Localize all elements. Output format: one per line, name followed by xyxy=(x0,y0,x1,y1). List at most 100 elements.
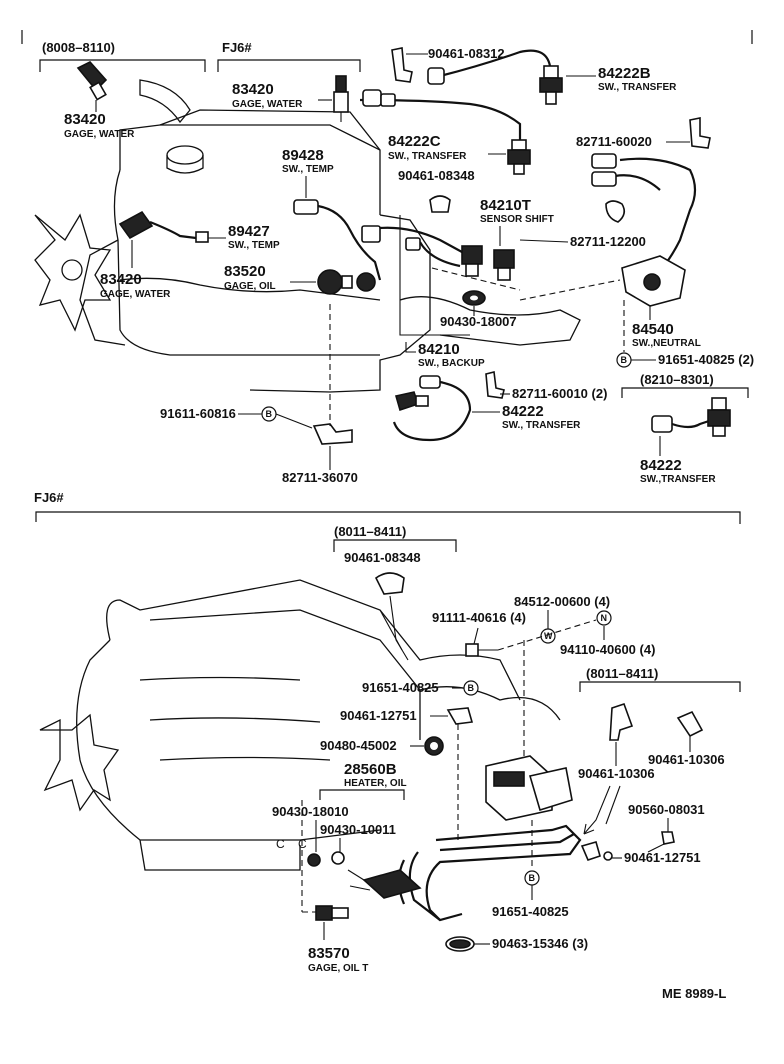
connector-icon xyxy=(419,375,441,389)
connector-icon xyxy=(651,415,673,433)
diagram-code: ME 8989-L xyxy=(662,986,726,1001)
oil-temp-gage-icon xyxy=(315,905,349,921)
bracket-8011-8411-b xyxy=(579,681,741,692)
clip-icon xyxy=(429,195,451,213)
header-fj6-top: FJ6# xyxy=(222,40,252,55)
clip-icon xyxy=(485,371,505,399)
part-91111-40616: 91111-40616 (4) xyxy=(432,610,526,625)
part-82711-12200: 82711-12200 xyxy=(570,234,646,249)
part-83420-a-desc: GAGE, WATER xyxy=(64,129,135,140)
clip-icon xyxy=(580,841,601,861)
part-84222B-desc: SW., TRANSFER xyxy=(598,82,677,93)
clip-icon xyxy=(374,572,405,595)
part-94110-40600: 94110-40600 (4) xyxy=(560,642,655,657)
part-91651-40825-c: 91651-40825 xyxy=(492,904,569,919)
part-84222C-desc: SW., TRANSFER xyxy=(388,151,467,162)
part-28560B-desc: HEATER, OIL xyxy=(344,778,407,789)
part-28560B: 28560B xyxy=(344,761,397,778)
neutral-switch-icon xyxy=(621,255,686,307)
connector-icon xyxy=(427,67,445,85)
clamp-icon xyxy=(605,200,626,223)
collar-icon xyxy=(661,831,675,845)
connector-icon xyxy=(591,171,617,187)
hose-sketch xyxy=(139,79,191,124)
part-90461-08348-a: 90461-08348 xyxy=(398,168,475,183)
part-91651-40825-a: 91651-40825 (2) xyxy=(658,352,754,367)
clip-icon xyxy=(446,707,474,725)
part-89428: 89428 xyxy=(282,147,324,164)
engine-block-bottom xyxy=(76,579,561,871)
transfer-switch-icon xyxy=(394,391,429,412)
clip-icon xyxy=(391,47,413,83)
part-84222-b: 84222 xyxy=(640,457,682,474)
connector-icon xyxy=(591,153,617,169)
header-8008-8110: (8008–8110) xyxy=(42,40,115,55)
part-83420-a: 83420 xyxy=(64,111,106,128)
sensor-shift-icon xyxy=(461,245,515,281)
gasket-icon xyxy=(307,853,321,867)
gage-water-icon xyxy=(333,75,349,122)
bracket-8011-8411-a xyxy=(333,539,457,552)
part-91651-40825-b: 91651-40825 xyxy=(362,680,439,695)
clamp-icon xyxy=(312,423,353,445)
part-90461-10306-a: 90461-10306 xyxy=(648,752,725,767)
part-84512-00600: 84512-00600 (4) xyxy=(514,594,610,609)
part-82711-60010: 82711-60010 (2) xyxy=(512,386,607,401)
part-83420-b-desc: GAGE, WATER xyxy=(232,99,303,110)
part-89427-desc: SW., TEMP xyxy=(228,240,280,251)
bracket-28560B xyxy=(319,789,405,800)
part-83420-c: 83420 xyxy=(100,271,142,288)
part-83520-desc: GAGE, OIL xyxy=(224,281,276,292)
oil-heater-icon xyxy=(397,755,582,922)
connector-icon xyxy=(362,89,382,107)
header-fj6-bottom: FJ6# xyxy=(34,490,64,505)
bracket-fj6-bottom xyxy=(35,511,741,524)
part-90560-08031: 90560-08031 xyxy=(628,802,705,817)
bolt-icon xyxy=(465,643,498,657)
marker-b: B xyxy=(266,409,273,419)
part-90430-10011: 90430-10011 xyxy=(320,822,396,837)
clip-icon xyxy=(676,710,704,738)
part-84210-desc: SW., BACKUP xyxy=(418,358,485,369)
connector-icon xyxy=(405,237,421,251)
bracket-8008-8110 xyxy=(39,59,206,72)
part-90430-18007: 90430-18007 xyxy=(440,314,517,329)
engine-block-top xyxy=(79,109,581,393)
heater-element-icon xyxy=(347,869,422,899)
oil-gage-icon xyxy=(317,269,376,295)
gasket-icon xyxy=(331,851,345,865)
marker-n-icon xyxy=(596,610,612,626)
header-8011-8411-b: (8011–8411) xyxy=(586,666,658,681)
part-90461-08312: 90461-08312 xyxy=(428,46,505,61)
transfer-switch-icon xyxy=(507,139,531,175)
transfer-switch-icon xyxy=(539,65,563,105)
marker-b: B xyxy=(468,683,475,693)
marker-b: B xyxy=(621,355,628,365)
header-8011-8411-a: (8011–8411) xyxy=(334,524,406,539)
part-82711-36070: 82711-36070 xyxy=(282,470,358,485)
part-84222-a: 84222 xyxy=(502,403,544,420)
clip-eye-icon xyxy=(603,851,613,861)
part-84540-desc: SW.,NEUTRAL xyxy=(632,338,701,349)
part-83420-b: 83420 xyxy=(232,81,274,98)
connector-icon xyxy=(361,225,381,243)
part-90461-10306-b: 90461-10306 xyxy=(578,766,655,781)
header-8210-8301: (8210–8301) xyxy=(640,372,714,387)
part-84222B: 84222B xyxy=(598,65,651,82)
clip-icon xyxy=(609,702,634,741)
clip-icon xyxy=(689,117,711,149)
marker-b: B xyxy=(529,873,536,883)
part-83570-desc: GAGE, OIL T xyxy=(308,963,368,974)
part-84222C: 84222C xyxy=(388,133,441,150)
bracket-fj6-top xyxy=(217,59,361,72)
temp-switch-connector-icon xyxy=(293,199,319,215)
part-84210T: 84210T xyxy=(480,197,531,214)
part-84210T-desc: SENSOR SHIFT xyxy=(480,214,554,225)
temp-switch-icon xyxy=(118,210,209,243)
part-91611-60816: 91611-60816 xyxy=(160,406,236,421)
part-90461-12751-b: 90461-12751 xyxy=(624,850,701,865)
part-90430-18010: 90430-18010 xyxy=(272,804,349,819)
fan-bottom xyxy=(39,713,120,812)
part-89427: 89427 xyxy=(228,223,270,240)
fan-top xyxy=(34,213,112,332)
